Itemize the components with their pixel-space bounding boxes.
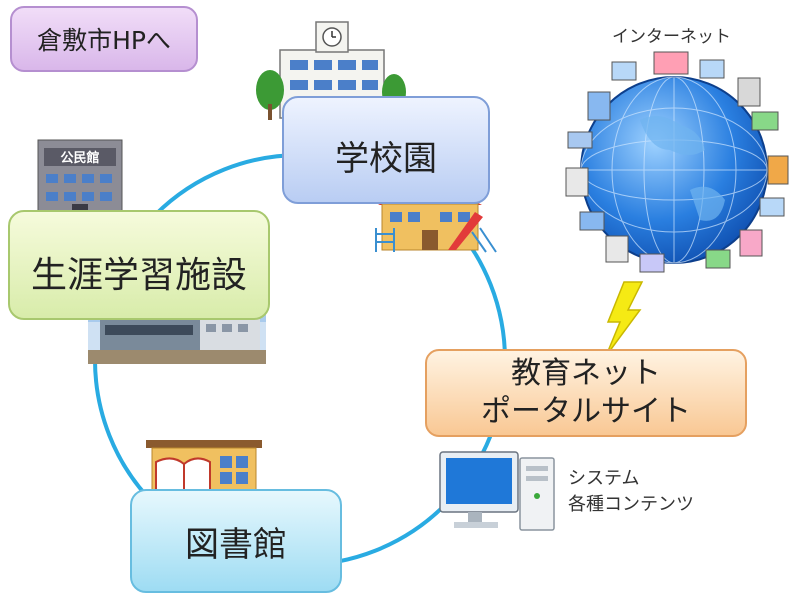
- globe-icon: [580, 76, 768, 264]
- kurashiki-hp-link-button[interactable]: 倉敷市HPへ: [10, 6, 198, 72]
- portal-site-node: 教育ネット ポータルサイト: [425, 349, 747, 437]
- computer-icon: [439, 451, 555, 531]
- lifelong-learning-node: 生涯学習施設: [8, 210, 270, 320]
- system-label-line-2: 各種コンテンツ: [568, 494, 694, 515]
- community-hall-icon: 公民館: [37, 139, 123, 219]
- network-devices: [565, 51, 789, 273]
- internet-label: インターネット: [612, 27, 731, 47]
- community-hall-sign: 公民館: [60, 150, 99, 166]
- school-node: 学校園: [282, 96, 490, 204]
- portal-line-1: 教育ネット: [511, 356, 661, 391]
- library-node: 図書館: [130, 489, 342, 593]
- portal-line-2: ポータルサイト: [481, 394, 691, 429]
- system-label-line-1: システム: [568, 468, 640, 489]
- system-label: システム 各種コンテンツ: [568, 466, 694, 518]
- lightning-bolt-icon: [605, 281, 644, 357]
